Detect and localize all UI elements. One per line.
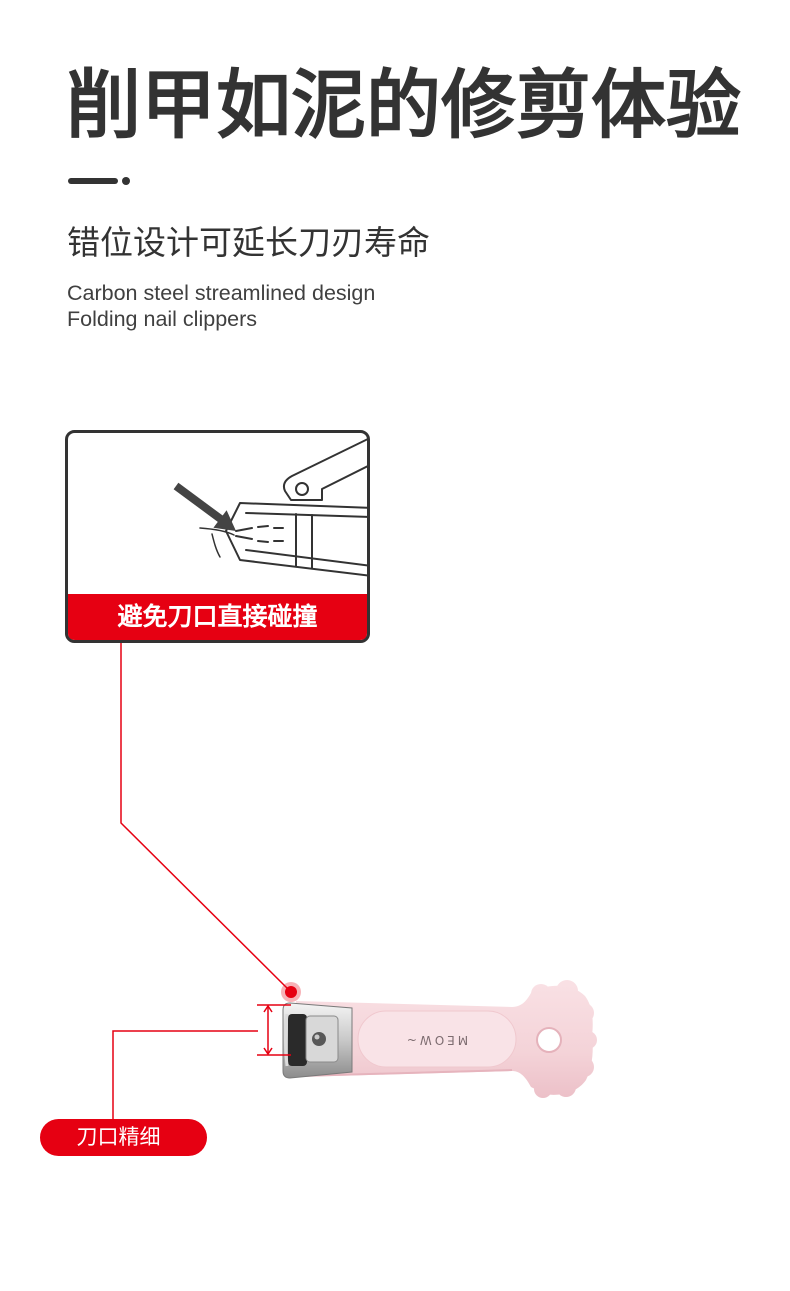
clipper-jaw-outline bbox=[225, 502, 367, 577]
english-line-1: Carbon steel streamlined design bbox=[67, 281, 376, 305]
nail-fragment bbox=[199, 527, 235, 558]
divider-dot bbox=[122, 177, 130, 185]
english-description: Carbon steel streamlined design Folding … bbox=[67, 280, 375, 332]
callout-box-frame bbox=[65, 430, 370, 643]
callout-leader-line bbox=[120, 643, 292, 993]
lever-pivot-hole bbox=[295, 482, 309, 496]
page-subtitle: 错位设计可延长刀刃寿命 bbox=[67, 224, 430, 261]
paw-toe bbox=[531, 984, 551, 1004]
clipper-rivet bbox=[312, 1032, 326, 1046]
clipper-hanging-hole bbox=[536, 1027, 562, 1053]
clipper-plate-lines bbox=[295, 513, 313, 569]
callout-box bbox=[65, 430, 370, 643]
paw-toe bbox=[534, 1080, 552, 1098]
clipper-blade-lip bbox=[284, 1013, 289, 1067]
clipper-imprint-text: MEOW~ bbox=[403, 1033, 469, 1047]
callout-anchor-dot bbox=[285, 986, 297, 998]
dimension-arrowheads bbox=[263, 1004, 273, 1056]
clipper-label-panel bbox=[357, 1010, 517, 1068]
paw-toe bbox=[556, 980, 578, 1002]
clipper-metal-head bbox=[282, 1002, 353, 1079]
dimension-leader-line bbox=[112, 1030, 258, 1120]
blade-height-dimension bbox=[257, 1004, 291, 1056]
clipper-blade-gap bbox=[288, 1014, 307, 1066]
divider-bar bbox=[68, 178, 118, 184]
callout-box-label: 避免刀口直接碰撞 bbox=[117, 603, 318, 631]
paw-toe bbox=[574, 1057, 594, 1077]
english-line-2: Folding nail clippers bbox=[67, 307, 258, 331]
clipper-tip-drawing bbox=[173, 438, 367, 577]
arrow-head bbox=[213, 510, 236, 531]
clipper-rivet-highlight bbox=[314, 1034, 320, 1040]
clipper-lever-outline bbox=[282, 438, 367, 501]
paw-toe bbox=[556, 1077, 576, 1097]
page-title: 削甲如泥的修剪体验 bbox=[66, 63, 742, 147]
title-divider bbox=[68, 177, 130, 185]
arrow-down-right-icon bbox=[173, 482, 236, 531]
nail-clipper-product bbox=[282, 980, 597, 1098]
callout-box-background bbox=[66, 431, 369, 642]
clipper-body-shadow-edge bbox=[299, 1069, 513, 1077]
cutting-edge-dashes bbox=[235, 525, 284, 543]
blade-detail-label: 刀口精细 bbox=[76, 1126, 161, 1149]
paw-toe bbox=[574, 1003, 594, 1023]
clipper-jaw-inner-lines bbox=[245, 512, 367, 567]
callout-box-label-band bbox=[68, 594, 367, 640]
blade-detail-pill bbox=[40, 1119, 207, 1156]
paw-toe bbox=[579, 1031, 597, 1049]
arrow-shaft bbox=[173, 482, 225, 524]
